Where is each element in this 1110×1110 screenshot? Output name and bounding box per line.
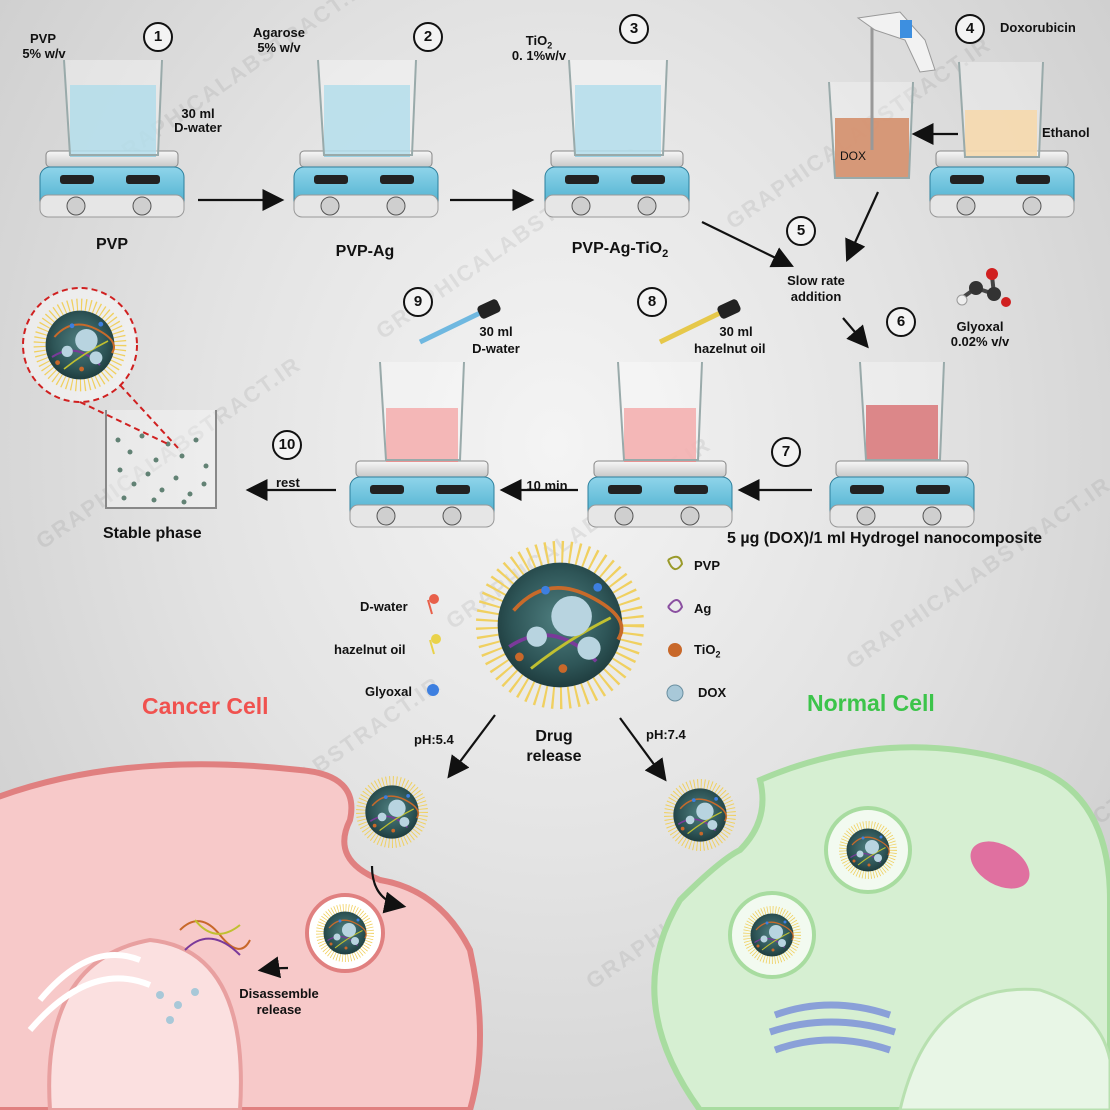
beaker-1 xyxy=(63,59,163,157)
legend-dox-label: DOX xyxy=(698,685,727,700)
step8-volume: 30 ml xyxy=(719,324,753,339)
ph-cancer-label: pH:5.4 xyxy=(414,732,454,747)
step6-product: 5 µg (DOX)/1 ml Hydrogel nanocomposite xyxy=(727,530,1043,547)
legend-glyoxal-icon xyxy=(427,684,439,696)
nanoparticle-cancer-entry xyxy=(361,781,423,843)
step2-reagent: Agarose xyxy=(252,25,306,40)
cancer-cell-title: Cancer Cell xyxy=(142,693,269,719)
step8-reagent: hazelnut oil xyxy=(694,341,766,356)
dropper-water-icon xyxy=(418,299,501,345)
dox-beaker-label: DOX xyxy=(840,149,867,163)
step10-note: rest xyxy=(276,475,300,490)
step3-amount: 0. 1%w/v xyxy=(511,48,567,63)
beaker-2 xyxy=(317,59,417,157)
legend-pvp-icon xyxy=(667,555,684,571)
legend-pvp-label: PVP xyxy=(694,558,721,573)
step4-solvent: Ethanol xyxy=(1042,125,1090,140)
beaker-9 xyxy=(379,361,465,462)
step-number-9: 9 xyxy=(403,287,433,317)
step6-amount: 0.02% v/v xyxy=(950,334,1010,349)
step-number-8: 8 xyxy=(637,287,667,317)
step1-product: PVP xyxy=(95,236,128,253)
normal-cell-title: Normal Cell xyxy=(807,690,935,716)
beaker-dox xyxy=(828,20,914,179)
step2-amount: 5% w/v xyxy=(257,40,301,55)
dropper-oil-icon xyxy=(658,299,741,345)
step-number-10: 10 xyxy=(272,430,302,460)
step-number-2: 2 xyxy=(413,22,443,52)
beaker-3 xyxy=(568,59,668,157)
step-number-6: 6 xyxy=(886,307,916,337)
legend-ag-icon xyxy=(667,599,684,613)
step1-reagent: PVP xyxy=(29,31,56,46)
step9-volume: 30 ml xyxy=(479,324,513,339)
legend-dwater-icon xyxy=(427,594,439,615)
pipette-icon xyxy=(856,11,936,73)
step-number-5: 5 xyxy=(786,216,816,246)
step-number-7: 7 xyxy=(771,437,801,467)
legend-tio2-label: TiO2 xyxy=(694,642,721,660)
step-number-4: 4 xyxy=(955,14,985,44)
legend-glyoxal-label: Glyoxal xyxy=(365,684,412,699)
legend-tio2-icon xyxy=(668,643,682,657)
step3-product: PVP-Ag-TiO2 xyxy=(571,240,669,261)
step5-label-2: addition xyxy=(790,289,842,304)
glyoxal-molecule-icon xyxy=(956,268,1011,307)
normal-cell-shape xyxy=(651,744,1110,1110)
stable-phase-container xyxy=(105,410,217,509)
beaker-4 xyxy=(958,61,1044,158)
step1-solvent: D-water xyxy=(174,120,222,135)
step-number-1: 1 xyxy=(143,22,173,52)
legend-ag-label: Ag xyxy=(694,601,712,616)
ph-normal-label: pH:7.4 xyxy=(646,727,686,742)
step2-product: PVP-Ag xyxy=(335,243,395,260)
step5-label-1: Slow rate xyxy=(787,273,845,288)
step9-reagent: D-water xyxy=(472,341,520,356)
step6-reagent: Glyoxal xyxy=(956,319,1004,334)
nanoparticle-normal-entry xyxy=(669,784,731,846)
step10-product: Stable phase xyxy=(103,525,202,542)
legend-oil-label: hazelnut oil xyxy=(334,642,406,657)
beaker-6 xyxy=(859,361,945,461)
disassembled-particles xyxy=(156,919,251,1024)
step1-volume: 30 ml xyxy=(181,106,215,121)
disassemble-line2: release xyxy=(256,1002,302,1017)
step3-reagent: TiO2 xyxy=(525,33,553,51)
legend-oil-icon xyxy=(429,634,441,655)
legend-dox-icon xyxy=(666,684,684,702)
legend-dwater-label: D-water xyxy=(360,599,408,614)
step7-time: 10 min xyxy=(526,478,568,493)
step-number-3: 3 xyxy=(619,14,649,44)
drug-release-line2: release xyxy=(526,748,582,765)
disassemble-line1: Disassemble xyxy=(239,986,319,1001)
step4-reagent: Doxorubicin xyxy=(1000,20,1076,35)
beaker-8 xyxy=(617,361,703,462)
nanoparticle-main xyxy=(488,553,633,698)
cancer-cell-shape xyxy=(0,761,483,1110)
drug-release-line1: Drug xyxy=(535,728,573,745)
step1-amount: 5% w/v xyxy=(22,46,66,61)
